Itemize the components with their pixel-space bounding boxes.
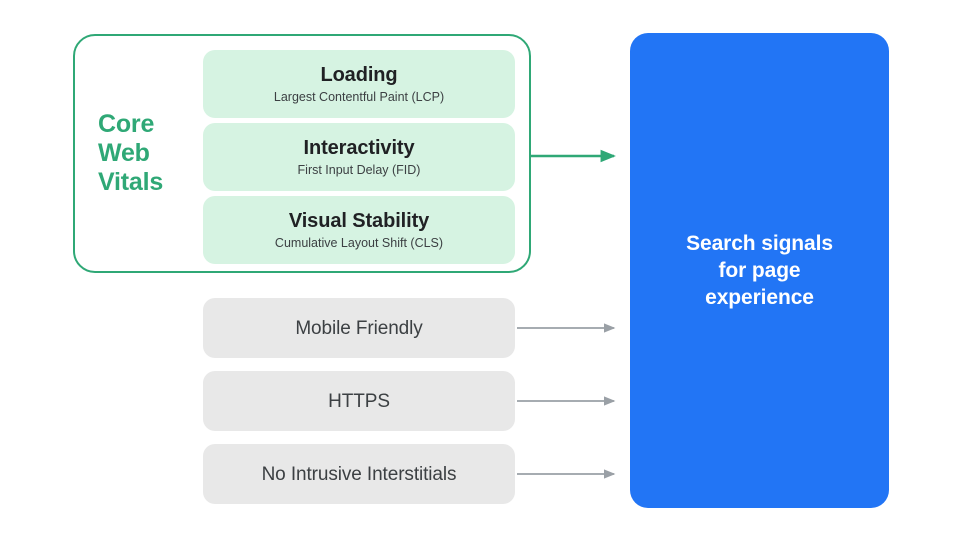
search-signals-panel: Search signals for page experience	[630, 33, 889, 508]
core-web-vitals-label-line-3: Vitals	[98, 168, 164, 196]
core-web-vitals-label-line-2: Web	[98, 139, 150, 167]
metric-title-visual-stability: Visual Stability	[288, 210, 430, 232]
search-signals-panel-text: Search signals for page experience	[662, 230, 857, 311]
mobile-friendly-box: Mobile Friendly	[203, 298, 515, 358]
no-intrusive-interstitials-box: No Intrusive Interstitials	[203, 444, 515, 504]
core-web-vitals-label-line-1: Core	[98, 110, 155, 138]
https-box: HTTPS	[203, 371, 515, 431]
metric-subtitle-visual-stability: Cumulative Layout Shift (CLS)	[274, 236, 444, 250]
metric-title-loading: Loading	[320, 64, 398, 86]
mobile-friendly-label: Mobile Friendly	[295, 317, 423, 339]
metric-card-visual-stability: Visual Stability Cumulative Layout Shift…	[203, 196, 515, 264]
search-signals-line-3: experience	[705, 286, 814, 309]
metric-card-interactivity: Interactivity First Input Delay (FID)	[203, 123, 515, 191]
core-web-vitals-group	[73, 34, 531, 273]
metric-title-interactivity: Interactivity	[303, 137, 415, 159]
core-web-vitals-label: Core Web Vitals	[98, 110, 194, 197]
metric-subtitle-interactivity: First Input Delay (FID)	[297, 163, 421, 177]
metric-card-loading: Loading Largest Contentful Paint (LCP)	[203, 50, 515, 118]
metric-subtitle-loading: Largest Contentful Paint (LCP)	[273, 90, 445, 104]
search-signals-line-1: Search signals	[686, 232, 833, 255]
no-intrusive-interstitials-label: No Intrusive Interstitials	[261, 463, 457, 485]
https-label: HTTPS	[328, 390, 390, 412]
search-signals-line-2: for page	[718, 259, 801, 282]
